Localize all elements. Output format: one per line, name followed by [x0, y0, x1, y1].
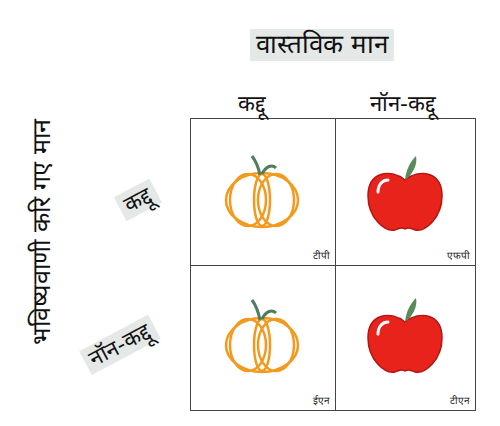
matrix-cell: एफपी	[335, 118, 476, 266]
apple-picture	[368, 298, 442, 372]
class-header: नॉन-कद्दू	[79, 315, 161, 376]
class-header: कद्दू	[114, 179, 162, 222]
apple-picture	[368, 156, 442, 230]
cell-label: टीपी	[311, 248, 332, 262]
pumpkin-picture	[226, 300, 298, 372]
cell-label: एफपी	[445, 248, 472, 262]
class-header: नॉन-कद्दू	[370, 91, 436, 116]
cell-label: टीएन	[448, 393, 472, 407]
matrix-cell: टीपी	[190, 118, 336, 266]
pumpkin-picture	[226, 156, 298, 227]
cell-label: ईएन	[311, 393, 332, 407]
matrix-cell: ईएन	[190, 265, 336, 411]
axis-title: वास्तविक मान	[250, 29, 394, 61]
class-header: कद्दू	[238, 91, 266, 116]
matrix-cell: टीएन	[335, 265, 476, 411]
axis-title: भविष्यवाणी करि गए मान	[28, 62, 57, 402]
